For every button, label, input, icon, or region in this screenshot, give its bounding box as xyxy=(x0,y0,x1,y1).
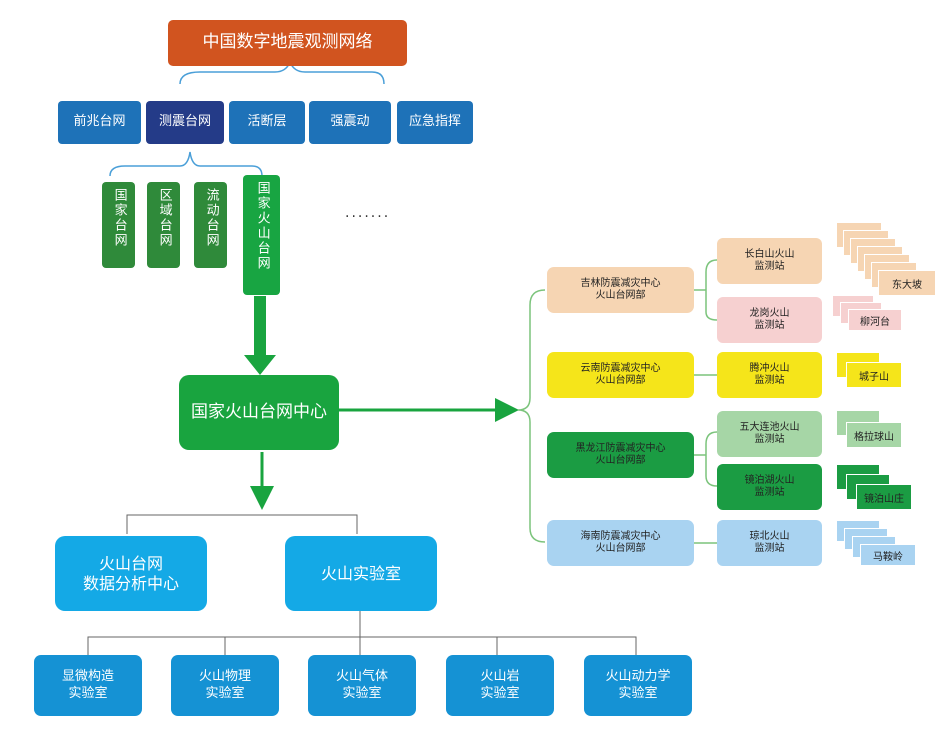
site-label-3: 格拉球山 xyxy=(846,422,902,448)
lab-label-5b: 实验室 xyxy=(618,685,658,701)
site-label-5: 马鞍岭 xyxy=(860,544,916,566)
station-longgang[interactable]: 龙岗火山监测站 xyxy=(717,297,822,343)
subnet-regional[interactable]: 区域台网 xyxy=(147,182,180,268)
tree-level3 xyxy=(126,514,358,534)
station-changbaishan[interactable]: 长白山火山监测站 xyxy=(717,238,822,284)
site-label-2: 城子山 xyxy=(846,362,902,388)
station-qiongbei-l1: 琼北火山 xyxy=(749,530,790,542)
station-tengchong-l1: 腾冲火山 xyxy=(749,362,790,374)
station-wudalianchi-l1: 五大连池火山 xyxy=(739,421,800,433)
ellipsis: ....... xyxy=(345,205,391,221)
lab-label-3b: 实验室 xyxy=(342,685,382,701)
region-heilongjiang-line2: 火山台网部 xyxy=(595,455,646,466)
data-analysis-center[interactable]: 火山台网 数据分析中心 xyxy=(55,536,207,611)
lab-label-2b: 实验室 xyxy=(205,685,245,701)
station-tengchong[interactable]: 腾冲火山监测站 xyxy=(717,352,822,398)
lab-label-4b: 实验室 xyxy=(480,685,520,701)
title-box: 中国数字地震观测网络 xyxy=(168,20,407,66)
subnet-volcano[interactable]: 国家火山台网 xyxy=(243,175,280,295)
site-label-4: 镜泊山庄 xyxy=(856,484,912,510)
lab-physics[interactable]: 火山物理实验室 xyxy=(171,655,279,716)
lab-microstructure[interactable]: 显微构造实验室 xyxy=(34,655,142,716)
region-jilin-line1: 吉林防震减灾中心 xyxy=(580,277,661,289)
brace-subnetworks xyxy=(109,151,263,177)
brace-heilongjiang xyxy=(694,431,718,487)
station-wudalianchi[interactable]: 五大连池火山监测站 xyxy=(717,411,822,457)
subnet-national[interactable]: 国家台网 xyxy=(102,182,135,268)
lab-label-4: 火山岩 xyxy=(480,669,520,685)
station-changbaishan-l2: 监测站 xyxy=(754,261,785,272)
lab-label-2: 火山物理 xyxy=(198,669,251,685)
station-tengchong-l2: 监测站 xyxy=(754,375,785,386)
region-jilin-line2: 火山台网部 xyxy=(595,290,646,301)
lab-label-3: 火山气体 xyxy=(335,669,388,685)
station-jingpohu[interactable]: 镜泊湖火山监测站 xyxy=(717,464,822,510)
data-center-line1: 火山台网 xyxy=(98,553,163,573)
lab-gas[interactable]: 火山气体实验室 xyxy=(308,655,416,716)
brace-jilin xyxy=(694,259,718,321)
station-longgang-l1: 龙岗火山 xyxy=(749,307,790,319)
volcano-lab[interactable]: 火山实验室 xyxy=(285,536,437,611)
region-hainan-line1: 海南防震减灾中心 xyxy=(580,530,661,542)
lab-rock[interactable]: 火山岩实验室 xyxy=(446,655,554,716)
region-yunnan[interactable]: 云南防震减灾中心火山台网部 xyxy=(547,352,694,398)
subnet-mobile[interactable]: 流动台网 xyxy=(194,182,227,268)
site-label-1: 柳河台 xyxy=(848,309,902,331)
station-changbaishan-l1: 长白山火山 xyxy=(744,248,795,260)
brace-regions xyxy=(517,289,546,543)
region-jilin[interactable]: 吉林防震减灾中心火山台网部 xyxy=(547,267,694,313)
tree-labs xyxy=(87,611,637,655)
lab-label-5: 火山动力学 xyxy=(605,669,671,685)
network-huoduanceng[interactable]: 活断层 xyxy=(229,101,305,144)
station-qiongbei[interactable]: 琼北火山监测站 xyxy=(717,520,822,566)
lab-dynamics[interactable]: 火山动力学实验室 xyxy=(584,655,692,716)
region-heilongjiang[interactable]: 黑龙江防震减灾中心火山台网部 xyxy=(547,432,694,478)
site-label-0: 东大坡 xyxy=(878,270,936,296)
network-qianzhao[interactable]: 前兆台网 xyxy=(58,101,141,144)
network-yingji[interactable]: 应急指挥 xyxy=(397,101,473,144)
region-yunnan-line2: 火山台网部 xyxy=(595,375,646,386)
station-longgang-l2: 监测站 xyxy=(754,320,785,331)
region-heilongjiang-line1: 黑龙江防震减灾中心 xyxy=(575,442,666,454)
station-qiongbei-l2: 监测站 xyxy=(754,543,785,554)
region-hainan-line2: 火山台网部 xyxy=(595,543,646,554)
lab-label-1b: 实验室 xyxy=(68,685,108,701)
network-cezhen[interactable]: 测震台网 xyxy=(146,101,224,144)
network-qiangzhendong[interactable]: 强震动 xyxy=(309,101,391,144)
station-wudalianchi-l2: 监测站 xyxy=(754,434,785,445)
arrow-to-center xyxy=(244,296,276,375)
station-jingpohu-l1: 镜泊湖火山 xyxy=(744,474,795,486)
station-jingpohu-l2: 监测站 xyxy=(754,487,785,498)
lab-label-1: 显微构造 xyxy=(61,669,114,685)
region-hainan[interactable]: 海南防震减灾中心火山台网部 xyxy=(547,520,694,566)
volcano-center[interactable]: 国家火山台网中心 xyxy=(179,375,339,450)
region-yunnan-line1: 云南防震减灾中心 xyxy=(580,362,661,374)
data-center-line2: 数据分析中心 xyxy=(82,573,179,593)
